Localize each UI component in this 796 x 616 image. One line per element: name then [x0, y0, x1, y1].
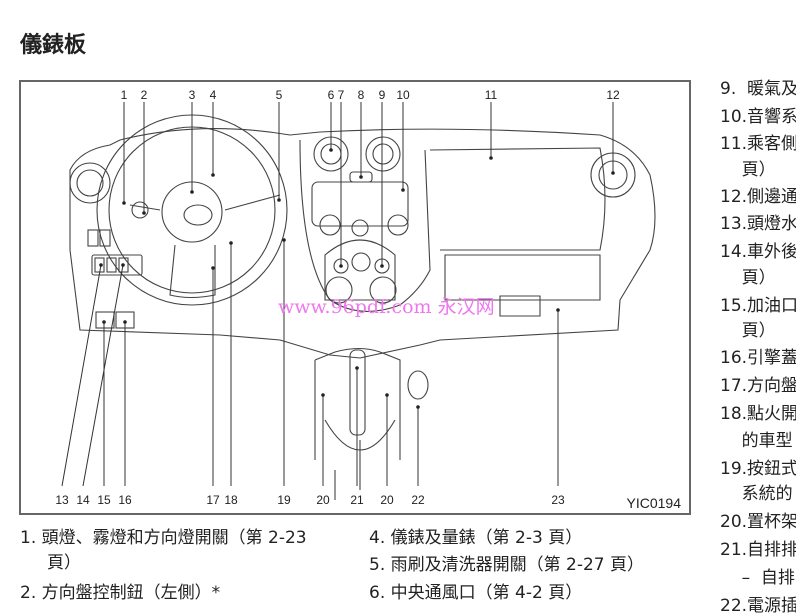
- legend-right-item: 18.點火開: [720, 404, 796, 424]
- item-number: 2.: [20, 583, 37, 603]
- callout-dot: [489, 156, 493, 160]
- callout-dot: [321, 393, 325, 397]
- callout-label: 3: [189, 88, 196, 102]
- callout-label: 18: [224, 493, 238, 507]
- callout-dot: [211, 266, 215, 270]
- legend-right-item: 10.音響系: [720, 107, 796, 127]
- item-text-continued: 頁）: [47, 553, 81, 573]
- legend-right-item: 的車型: [720, 431, 793, 451]
- legend-right-item: 16.引擎蓋: [720, 348, 796, 368]
- callout-dot: [121, 263, 125, 267]
- callout-leader-line: [61, 264, 102, 487]
- callout-dot: [611, 171, 615, 175]
- callout-dot: [339, 264, 343, 268]
- legend-item-5: 5. 雨刷及清洗器開關（第 2-27 頁）: [369, 555, 644, 575]
- legend-right-item: 22.電源插: [720, 596, 796, 616]
- legend-right-item: 17.方向盤: [720, 376, 796, 396]
- callout-dot: [99, 263, 103, 267]
- callout-label: 7: [338, 88, 345, 102]
- callout-label: 4: [210, 88, 217, 102]
- callout-label: 22: [411, 493, 425, 507]
- figure-frame: [19, 80, 691, 515]
- callout-dot: [229, 241, 233, 245]
- callout-label: 5: [276, 88, 283, 102]
- callout-label: 20: [380, 493, 394, 507]
- callout-label: 13: [55, 493, 69, 507]
- callout-dot: [359, 175, 363, 179]
- callout-dot: [401, 188, 405, 192]
- item-number: 1.: [20, 528, 37, 548]
- legend-right-item: 20.置杯架: [720, 512, 796, 532]
- item-text: 雨刷及清洗器開關（第 2-27 頁）: [390, 555, 645, 575]
- callout-dot: [122, 201, 126, 205]
- legend-right-item: 頁）: [720, 268, 776, 288]
- legend-right-item: 12.側邊通: [720, 187, 796, 207]
- callout-label: 23: [551, 493, 565, 507]
- callout-label: 9: [379, 88, 386, 102]
- callout-dot: [380, 264, 384, 268]
- legend-right-item: – 自排: [720, 568, 795, 588]
- legend-right-item: 頁）: [720, 160, 776, 180]
- item-number: 6.: [369, 583, 386, 603]
- callout-label: 20: [316, 493, 330, 507]
- callout-label: 16: [118, 493, 132, 507]
- legend-right-item: 頁）: [720, 321, 776, 341]
- callout-dot: [277, 198, 281, 202]
- legend-right-item: 15.加油口: [720, 296, 796, 316]
- callout-label: 11: [485, 88, 498, 102]
- page-title: 儀錶板: [20, 33, 87, 58]
- callout-label: 8: [358, 88, 365, 102]
- callout-dot: [416, 405, 420, 409]
- item-text: 中央通風口（第 4-2 頁）: [390, 583, 583, 603]
- callout-dot: [142, 211, 146, 215]
- callout-label: 10: [396, 88, 410, 102]
- legend-item-1: 1. 頭燈、霧燈和方向燈開關（第 2-23: [20, 528, 307, 548]
- item-number: 4.: [369, 528, 386, 548]
- legend-right-item: 19.按鈕式: [720, 459, 796, 479]
- legend-item-4: 4. 儀錶及量錶（第 2-3 頁）: [369, 528, 582, 548]
- callout-label: 19: [277, 493, 291, 507]
- item-number: 5.: [369, 555, 386, 575]
- callout-label: 6: [328, 88, 335, 102]
- callout-label: 15: [97, 493, 111, 507]
- callout-dot: [329, 148, 333, 152]
- callout-label: 17: [206, 493, 220, 507]
- callout-dot: [211, 173, 215, 177]
- legend-right-item: 13.頭燈水: [720, 214, 796, 234]
- legend-right-item: 21.自排排: [720, 540, 796, 560]
- legend-right-item: 9. 暖氣及: [720, 79, 796, 99]
- dashboard-outline: [69, 128, 656, 359]
- callout-label: 2: [141, 88, 148, 102]
- callout-dot: [102, 320, 106, 324]
- callout-dot: [355, 366, 359, 370]
- item-text: 頭燈、霧燈和方向燈開關（第 2-23: [41, 528, 307, 548]
- callout-dot: [123, 320, 127, 324]
- legend-item-6: 6. 中央通風口（第 4-2 頁）: [369, 583, 582, 603]
- legend-right-item: 系統的: [720, 484, 793, 504]
- callout-label: 12: [606, 88, 620, 102]
- figure-id: YIC0194: [627, 495, 682, 511]
- callout-label: 1: [121, 88, 128, 102]
- item-text: 方向盤控制鈕（左側）*: [41, 583, 221, 603]
- item-text: 儀錶及量錶（第 2-3 頁）: [390, 528, 583, 548]
- legend-right-item: 14.車外後: [720, 242, 796, 262]
- legend-right-item: 11.乘客側: [720, 134, 796, 154]
- callout-label: 14: [76, 493, 90, 507]
- watermark: www.96pdf.com 永汉网: [278, 296, 495, 318]
- callout-leader-line: [82, 264, 124, 487]
- callout-label: 21: [350, 493, 364, 507]
- callout-dot: [556, 308, 560, 312]
- callout-dot: [282, 238, 286, 242]
- callout-dot: [385, 393, 389, 397]
- legend-item-2: 2. 方向盤控制鈕（左側）*: [20, 583, 220, 603]
- callout-dot: [190, 190, 194, 194]
